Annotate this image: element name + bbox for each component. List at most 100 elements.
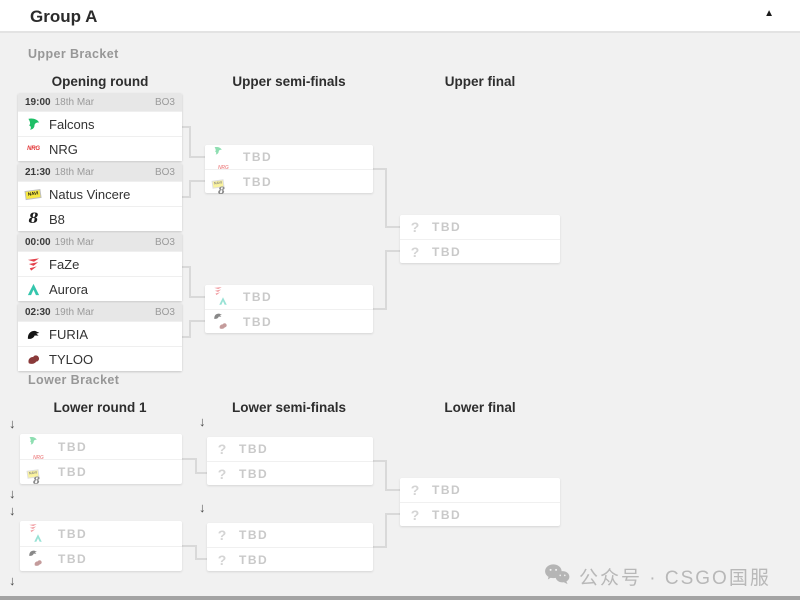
- tbd-label: TBD: [58, 465, 88, 479]
- furia-logo: [25, 326, 42, 342]
- aurora-logo-ghost: [218, 296, 228, 306]
- match-time: 19:00: [25, 96, 51, 108]
- possible-teams-icons: NAVI 8: [212, 171, 233, 196]
- upper-semifinal-2[interactable]: TBD TBD: [205, 285, 373, 333]
- tbd-slot: ? TBD: [207, 437, 373, 461]
- possible-teams-icons: [28, 548, 48, 570]
- tbd-label: TBD: [432, 483, 462, 497]
- possible-teams-icons: NRG: [28, 436, 48, 461]
- tbd-slot: ? TBD: [400, 478, 560, 502]
- tbd-slot: NAVI 8 TBD: [205, 169, 373, 196]
- group-title: Group A: [30, 7, 98, 26]
- opening-round-match-4[interactable]: 02:30 19th Mar BO3 FURIA TYLOO: [18, 303, 182, 371]
- tbd-label: TBD: [243, 314, 273, 329]
- team-name: Aurora: [49, 281, 89, 297]
- match-header: 02:30 19th Mar BO3: [18, 303, 182, 321]
- question-icon: ?: [217, 551, 227, 568]
- column-header-lower-round-1: Lower round 1: [53, 400, 147, 415]
- tbd-label: TBD: [432, 244, 462, 259]
- team-row-faze[interactable]: FaZe: [18, 251, 182, 276]
- lower-bracket-label: Lower Bracket: [28, 373, 120, 387]
- tbd-label: TBD: [243, 174, 273, 189]
- question-icon: ?: [410, 243, 420, 260]
- upper-bracket-label: Upper Bracket: [28, 47, 119, 61]
- question-icon: ?: [410, 482, 420, 498]
- tbd-label: TBD: [239, 528, 269, 542]
- bottom-edge-strip: [0, 596, 800, 600]
- chevron-up-icon[interactable]: ▲: [764, 8, 774, 19]
- team-row-aurora[interactable]: Aurora: [18, 276, 182, 301]
- falcons-logo: [25, 116, 42, 132]
- match-time: 02:30: [25, 306, 51, 318]
- possible-teams-icons: [213, 311, 233, 333]
- tbd-slot: ? TBD: [207, 461, 373, 485]
- possible-teams-icons: [213, 286, 233, 308]
- tbd-label: TBD: [239, 552, 269, 567]
- tbd-slot: ? TBD: [400, 239, 560, 263]
- lower-round1-match-1[interactable]: NRG TBD NAVI 8 TBD: [20, 434, 182, 487]
- tbd-label: TBD: [239, 442, 269, 456]
- tbd-slot: ? TBD: [400, 502, 560, 526]
- tbd-label: TBD: [239, 466, 269, 481]
- team-row-b8[interactable]: 8 B8: [18, 206, 182, 231]
- column-header-upper-final: Upper final: [444, 74, 516, 89]
- tbd-slot: ? TBD: [207, 547, 373, 571]
- tbd-slot: NRG TBD: [205, 145, 373, 171]
- match-format: BO3: [154, 96, 175, 108]
- tbd-label: TBD: [432, 220, 462, 234]
- tyloo-logo-ghost: [218, 321, 228, 331]
- faze-logo-ghost: [213, 286, 223, 296]
- team-row-tyloo[interactable]: TYLOO: [18, 346, 182, 371]
- match-format: BO3: [154, 306, 175, 318]
- question-icon: ?: [217, 441, 227, 457]
- b8-logo: 8: [28, 211, 39, 227]
- team-row-falcons[interactable]: Falcons: [18, 111, 182, 136]
- aurora-logo: [25, 281, 42, 297]
- falcons-logo-ghost: [28, 436, 38, 446]
- furia-logo-ghost: [213, 311, 223, 321]
- possible-teams-icons: [28, 523, 48, 545]
- tbd-slot: NAVI 8 TBD: [20, 459, 182, 487]
- match-header: 19:00 18th Mar BO3: [18, 93, 182, 111]
- aurora-logo-ghost: [33, 533, 43, 543]
- team-name: B8: [49, 211, 65, 227]
- team-name: Natus Vincere: [49, 186, 131, 202]
- team-row-natus-vincere[interactable]: NAVI Natus Vincere: [18, 181, 182, 206]
- lower-semifinal-1[interactable]: ? TBD ? TBD: [207, 437, 373, 485]
- opening-round-match-1[interactable]: 19:00 18th Mar BO3 Falcons NRG NRG: [18, 93, 182, 161]
- drop-down-arrow-icon: ↓: [199, 500, 206, 515]
- match-format: BO3: [154, 236, 175, 248]
- lower-round1-match-2[interactable]: TBD TBD: [20, 521, 182, 571]
- upper-semifinal-1[interactable]: NRG TBD NAVI 8 TBD: [205, 145, 373, 196]
- faze-logo: [25, 256, 42, 272]
- match-date: 18th Mar: [54, 166, 95, 178]
- team-name: Falcons: [49, 116, 95, 132]
- team-row-nrg[interactable]: NRG NRG: [18, 136, 182, 161]
- lower-semifinal-2[interactable]: ? TBD ? TBD: [207, 523, 373, 571]
- opening-round-match-2[interactable]: 21:30 18th Mar BO3 NAVI Natus Vincere 8 …: [18, 163, 182, 231]
- team-row-furia[interactable]: FURIA: [18, 321, 182, 346]
- tbd-label: TBD: [243, 290, 273, 304]
- column-header-upper-semi-finals: Upper semi-finals: [232, 74, 346, 89]
- drop-down-arrow-icon: ↓: [199, 414, 206, 429]
- drop-down-arrow-icon: ↓: [9, 573, 16, 588]
- match-header: 21:30 18th Mar BO3: [18, 163, 182, 181]
- wechat-icon: [543, 563, 571, 590]
- upper-final[interactable]: ? TBD ? TBD: [400, 215, 560, 263]
- faze-logo-ghost: [28, 523, 38, 533]
- match-time: 00:00: [25, 236, 51, 248]
- tbd-slot: NRG TBD: [20, 434, 182, 461]
- nrg-logo-ghost: NRG: [218, 165, 229, 171]
- question-icon: ?: [410, 506, 420, 523]
- tbd-slot: TBD: [20, 546, 182, 571]
- team-name: TYLOO: [49, 351, 94, 367]
- tbd-label: TBD: [432, 507, 462, 522]
- lower-final[interactable]: ? TBD ? TBD: [400, 478, 560, 526]
- question-icon: ?: [217, 527, 227, 543]
- opening-round-match-3[interactable]: 00:00 19th Mar BO3 FaZe Aurora: [18, 233, 182, 301]
- possible-teams-icons: NAVI 8: [27, 461, 48, 487]
- tbd-slot: ? TBD: [400, 215, 560, 239]
- tbd-label: TBD: [58, 439, 88, 454]
- watermark: 公众号 · CSGO国服: [543, 563, 771, 590]
